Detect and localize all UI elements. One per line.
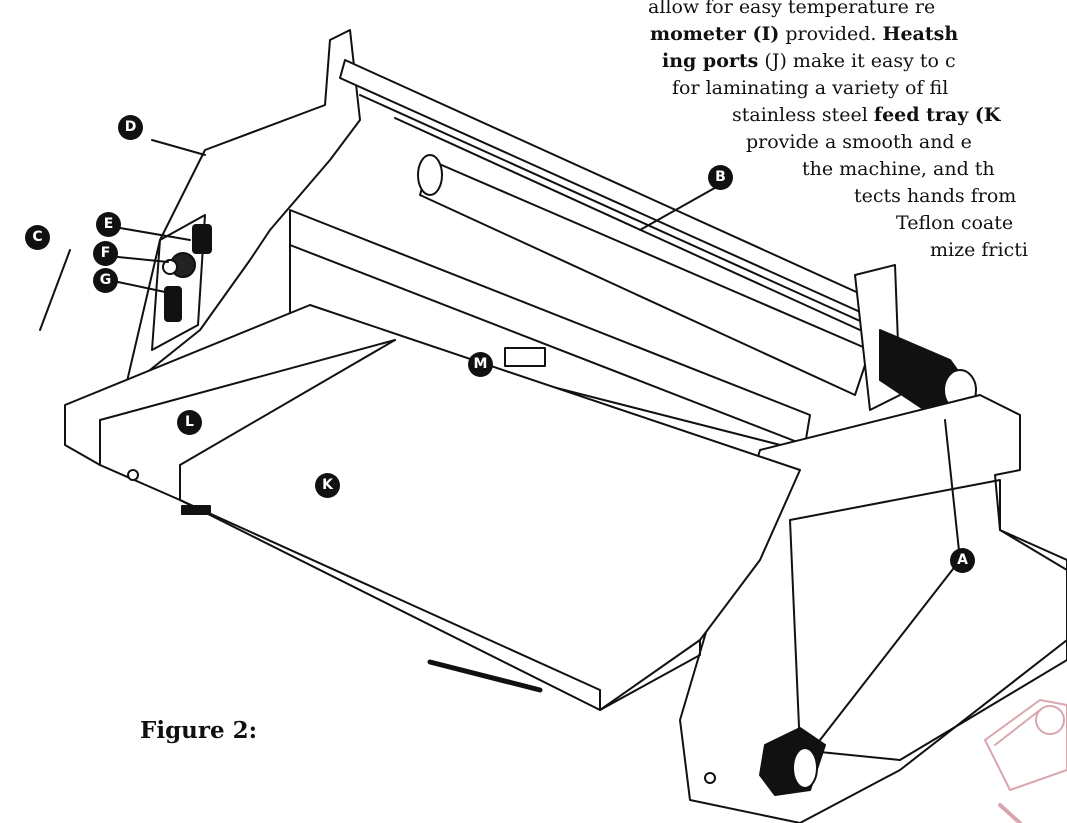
callout-g: G <box>93 268 118 293</box>
callout-c: C <box>25 225 50 250</box>
text-line: provide a smooth and e <box>746 129 972 156</box>
text-run: Heatsh <box>882 23 959 45</box>
feed-tray <box>64 304 801 711</box>
text-line: mometer (I) provided. Heatsh <box>650 21 958 48</box>
callout-k: K <box>315 473 340 498</box>
text-run: provided. <box>779 23 883 45</box>
callout-d: D <box>118 115 143 140</box>
text-run: ing ports <box>662 50 759 72</box>
text-line: stainless steel feed tray (K <box>732 102 1000 129</box>
figure-caption: Figure 2: <box>140 717 258 744</box>
text-run: tects hands from <box>854 185 1017 207</box>
text-run: feed tray (K <box>873 104 1001 126</box>
text-line: Teflon coate <box>896 210 1013 237</box>
text-run: allow for easy temperature re <box>648 0 936 18</box>
text-line: mize fricti <box>930 237 1028 264</box>
text-line: tects hands from <box>854 183 1016 210</box>
callout-m: M <box>468 352 493 377</box>
text-line: ing ports (J) make it easy to c <box>662 48 956 75</box>
text-run: mize fricti <box>930 239 1028 261</box>
callout-a: A <box>950 548 975 573</box>
text-line: for laminating a variety of fil <box>672 75 948 102</box>
text-run: Teflon coate <box>896 212 1014 234</box>
text-run: mometer (I) <box>650 23 780 45</box>
text-line: allow for easy temperature re <box>648 0 935 21</box>
text-run: stainless steel <box>732 104 874 126</box>
callout-e: E <box>96 212 121 237</box>
callout-f: F <box>93 241 118 266</box>
callout-b: B <box>708 165 733 190</box>
text-line: the machine, and th <box>802 156 995 183</box>
text-run: for laminating a variety of fil <box>672 77 949 99</box>
text-run: (J) make it easy to c <box>758 50 956 72</box>
text-run: provide a smooth and e <box>746 131 972 153</box>
watermark-logo <box>984 699 1067 823</box>
text-run: the machine, and th <box>802 158 995 180</box>
callout-l: L <box>177 410 202 435</box>
